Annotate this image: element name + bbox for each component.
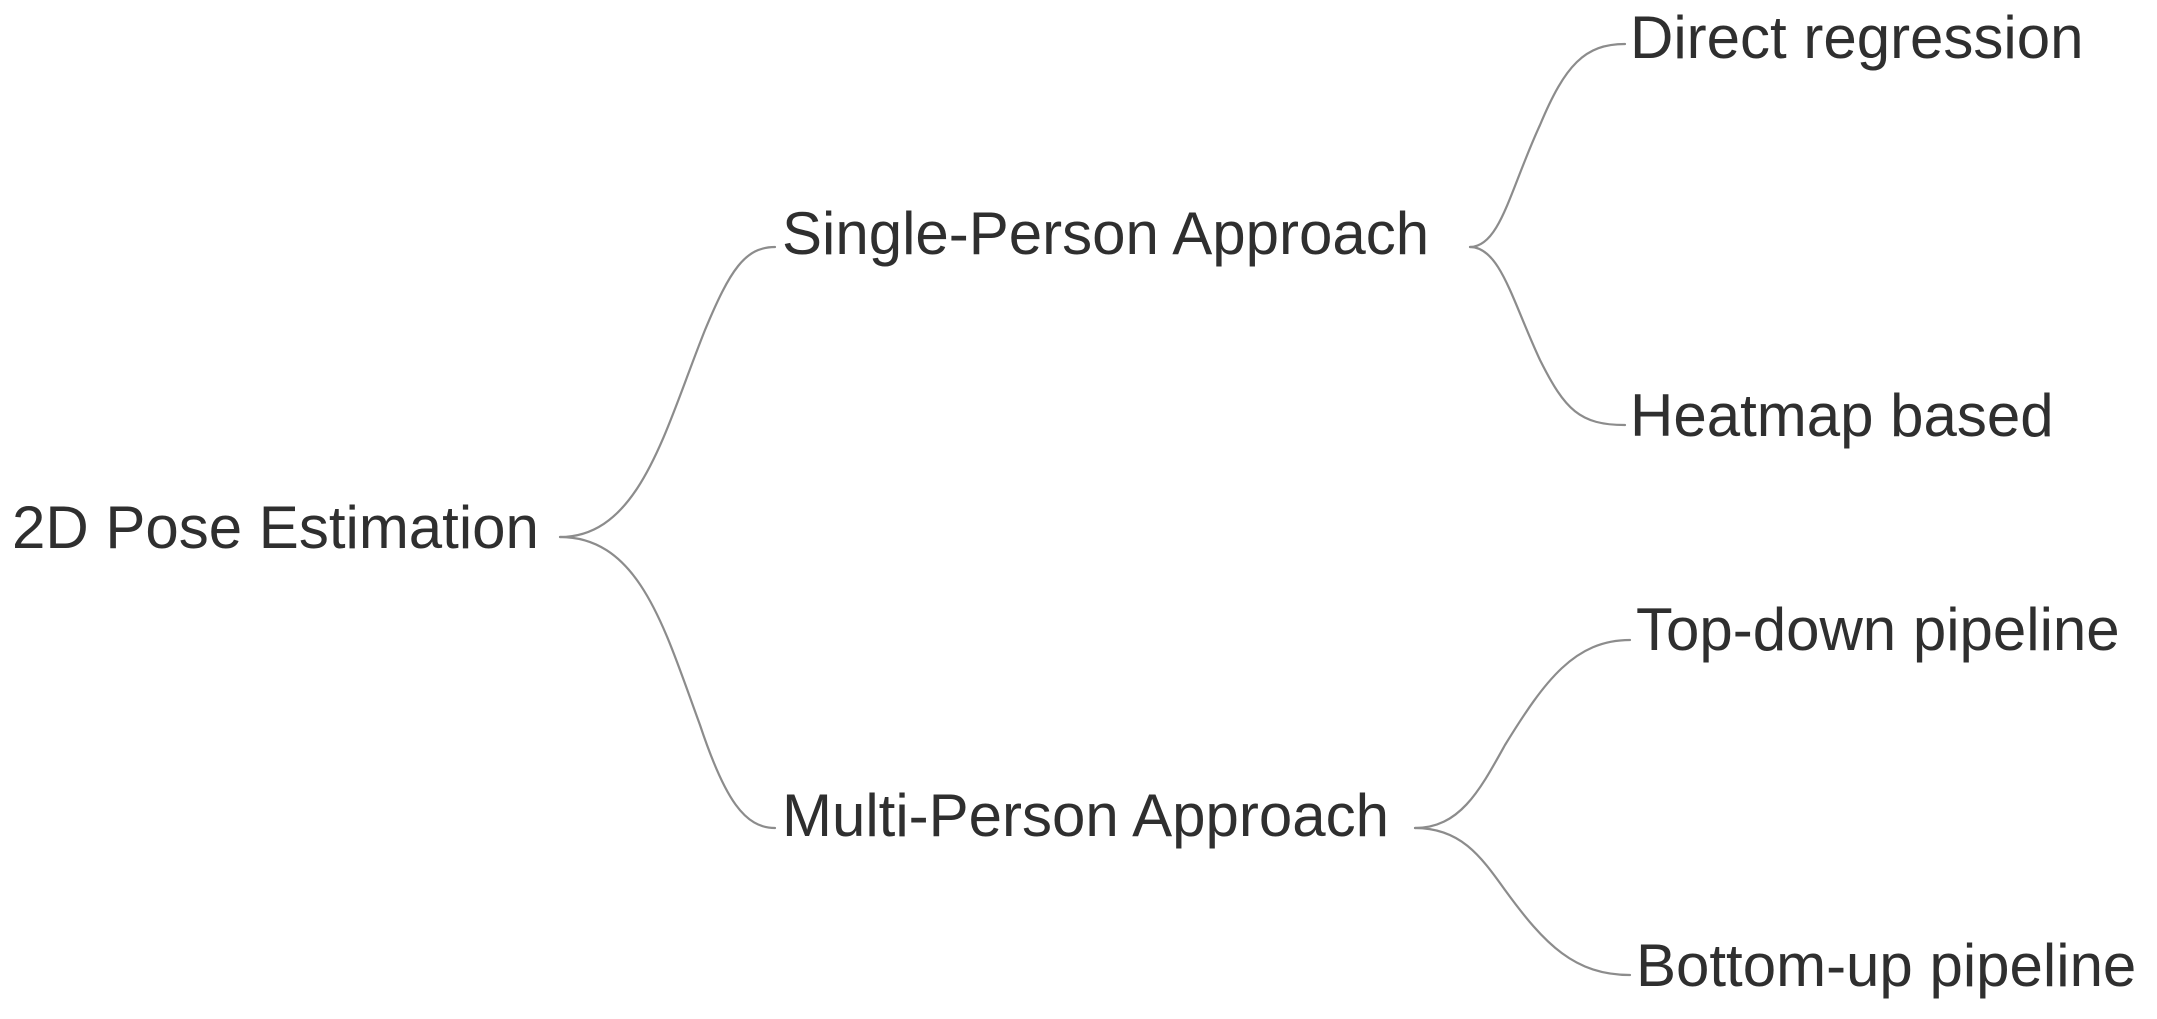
- leaf-node-heatmap-based: Heatmap based: [1630, 382, 2054, 449]
- root-node-label: 2D Pose Estimation: [12, 494, 539, 561]
- connector-single-to-direct-regression: [1468, 42, 1627, 249]
- connector-root-to-multi-person: [558, 535, 777, 830]
- leaf-node-bottom-up-pipeline: Bottom-up pipeline: [1636, 932, 2136, 999]
- branch-node-single-person: Single-Person Approach: [782, 200, 1429, 267]
- leaf-node-direct-regression: Direct regression: [1630, 4, 2084, 71]
- leaf-node-top-down-pipeline: Top-down pipeline: [1636, 596, 2120, 663]
- connector-multi-to-bottom-up: [1413, 826, 1632, 977]
- connector-single-to-heatmap-based: [1468, 245, 1627, 427]
- connector-multi-to-top-down: [1413, 638, 1632, 830]
- connector-root-to-single-person: [558, 245, 777, 539]
- branch-node-multi-person: Multi-Person Approach: [782, 782, 1389, 849]
